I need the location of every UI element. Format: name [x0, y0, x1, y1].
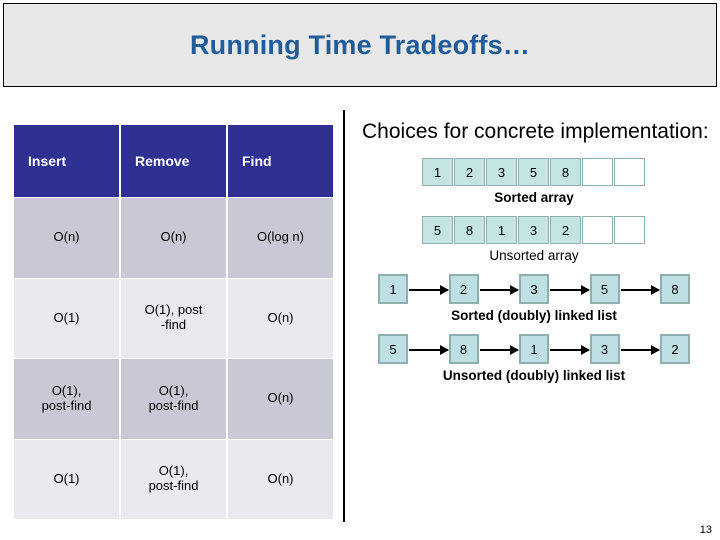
figure-caption: Unsorted (doubly) linked list	[442, 368, 626, 384]
choices-heading: Choices for concrete implementation:	[362, 120, 709, 143]
table-cell: O(1),post-find	[121, 439, 226, 519]
array-cell: 2	[454, 158, 485, 187]
table-cell: O(n)	[228, 439, 333, 519]
arrow-right-icon	[620, 284, 660, 295]
table-cell: O(1), post-find	[121, 278, 226, 358]
arrow-right-icon	[620, 344, 660, 355]
array-cell: 1	[486, 216, 517, 245]
linked-list-node: 8	[660, 274, 690, 305]
table-header-find: Find	[228, 125, 333, 197]
linked-list-node: 8	[448, 334, 479, 365]
array-cell: 2	[550, 216, 581, 245]
array-cell: 3	[486, 158, 517, 187]
table-row: O(n)O(n)O(log n)	[14, 198, 333, 278]
title-bar: Running Time Tradeoffs…	[3, 3, 717, 87]
linked-list-nodes: 1 2 3 5 8	[378, 274, 690, 305]
table-header-insert: Insert	[14, 125, 119, 197]
figure-caption: Unsorted array	[489, 248, 579, 264]
array-cell: 8	[550, 158, 581, 187]
array-cell-empty	[614, 158, 645, 187]
figure-caption: Sorted array	[494, 190, 574, 206]
table-cell: O(1)	[14, 439, 119, 519]
arrow-right-icon	[550, 284, 589, 295]
linked-list-node: 1	[519, 334, 549, 365]
arrow-right-icon	[479, 284, 519, 295]
array-cell-empty	[582, 216, 613, 245]
array-cell-empty	[614, 216, 645, 245]
table-cell: O(1)	[14, 278, 119, 358]
array-cell: 5	[422, 216, 453, 245]
linked-list-node: 2	[660, 334, 690, 365]
table-cell: O(n)	[121, 198, 226, 278]
page-title: Running Time Tradeoffs…	[189, 29, 531, 60]
array-cell: 3	[518, 216, 549, 245]
linked-list-node: 3	[589, 334, 620, 365]
table-cell: O(n)	[228, 278, 333, 358]
linked-list-node: 2	[448, 274, 479, 305]
arrow-right-icon	[550, 344, 589, 355]
linked-list-node: 5	[589, 274, 620, 305]
arrow-right-icon	[409, 344, 448, 355]
linked-list-node: 5	[378, 334, 408, 365]
arrow-right-icon	[479, 344, 519, 355]
array-cell: 1	[422, 158, 453, 187]
figure-caption: Sorted (doubly) linked list	[451, 308, 617, 324]
table-cell: O(n)	[14, 198, 119, 278]
arrow-right-icon	[409, 284, 448, 295]
linked-list-node: 1	[378, 274, 408, 305]
table-header-remove: Remove	[121, 125, 226, 197]
vertical-divider	[343, 110, 345, 522]
table-cell: O(log n)	[228, 198, 333, 278]
linked-list-node: 3	[519, 274, 549, 305]
table-cell: O(1),post-find	[14, 359, 119, 439]
table-cell: O(1),post-find	[121, 359, 226, 439]
array-cell-empty	[582, 158, 613, 187]
array-cell: 8	[454, 216, 485, 245]
page-number: 13	[699, 524, 712, 536]
array-cell: 5	[518, 158, 549, 187]
linked-list-nodes: 5 8 1 3 2	[378, 334, 690, 365]
table-cell: O(n)	[228, 359, 333, 439]
